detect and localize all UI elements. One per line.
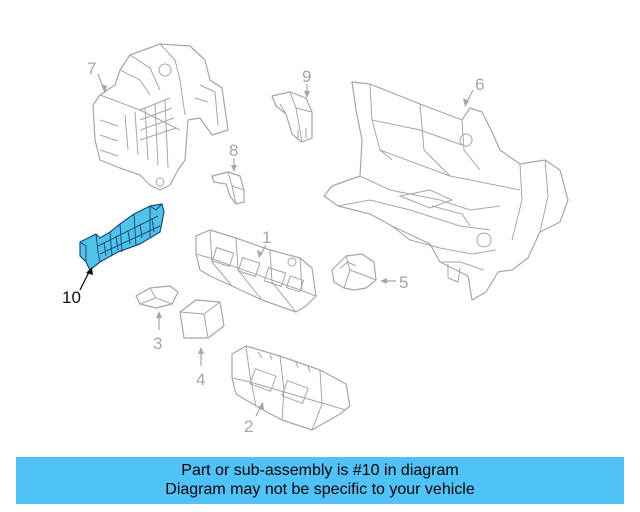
callout-9: 9 <box>302 67 311 86</box>
callout-10: 10 <box>62 288 81 307</box>
part-4-relay[interactable] <box>179 299 225 339</box>
info-banner-bg <box>16 457 624 504</box>
part-9-fuse[interactable] <box>271 91 313 143</box>
part-3-cover[interactable] <box>135 285 179 309</box>
part-10-holder[interactable] <box>79 203 165 271</box>
part-5-connector[interactable] <box>331 253 377 291</box>
callout-4: 4 <box>196 370 205 389</box>
callout-3: 3 <box>153 334 162 353</box>
callout-8: 8 <box>229 141 238 160</box>
callout-5: 5 <box>399 273 408 292</box>
part-2-lower-bracket[interactable] <box>231 345 351 431</box>
part-6-bracket[interactable] <box>323 81 569 301</box>
part-10-body[interactable] <box>79 203 165 271</box>
part-8-mini-fuse[interactable] <box>211 171 245 205</box>
callout-7: 7 <box>87 59 96 78</box>
banner-line-2: Diagram may not be specific to your vehi… <box>165 481 475 498</box>
part-1-relay-block[interactable] <box>195 229 317 313</box>
callout-1: 1 <box>262 228 271 247</box>
banner-line-1: Part or sub-assembly is #10 in diagram <box>181 462 459 479</box>
callout-2: 2 <box>244 417 253 436</box>
info-banner: Part or sub-assembly is #10 in diagram D… <box>16 457 624 504</box>
part-7-fuse-box[interactable] <box>92 43 229 191</box>
callout-6: 6 <box>475 75 484 94</box>
